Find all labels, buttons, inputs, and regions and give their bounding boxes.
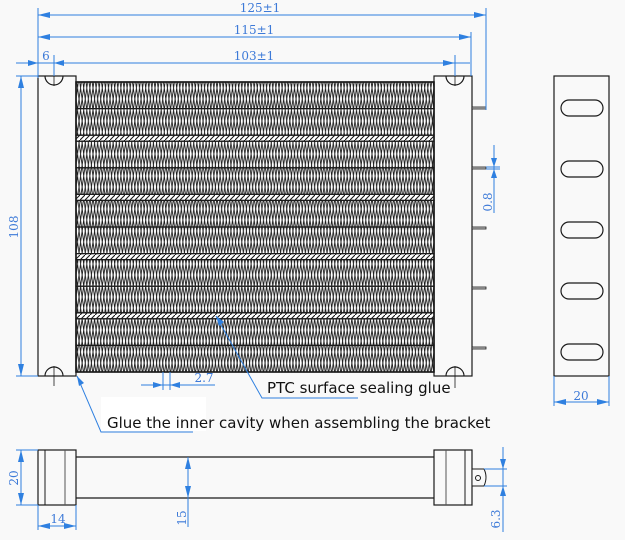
fin-block	[75, 81, 435, 373]
bracket-slots	[560, 99, 604, 361]
side-bracket-width-label: 20	[573, 389, 588, 403]
terminal-pin	[471, 106, 487, 110]
fin-row	[75, 344, 435, 373]
bracket-slot	[560, 221, 604, 239]
overall-length-label: 125±1	[240, 1, 281, 15]
bracket-slot	[560, 160, 604, 178]
note-ptc-glue: PTC surface sealing glue	[215, 315, 451, 399]
fin-row	[75, 259, 435, 287]
fin-row	[75, 226, 435, 255]
terminal-hole-icon	[475, 475, 481, 481]
ptc-strip	[75, 312, 435, 320]
fin-row	[75, 285, 435, 314]
height-label: 108	[7, 216, 21, 239]
fin-row	[75, 107, 435, 136]
bracket-slot	[560, 99, 604, 117]
terminal-thickness-label: 0.8	[481, 192, 495, 211]
bracket-offset-label: 6	[42, 49, 50, 63]
left-end-cap	[37, 449, 77, 506]
terminal-tab	[471, 468, 487, 487]
end-cap-height-label: 20	[7, 470, 21, 485]
front-view	[37, 66, 487, 388]
terminal-pin	[471, 166, 487, 170]
fin-pitch-label: 2.7	[194, 371, 213, 385]
fin-row	[75, 140, 435, 169]
side-view-bracket: 20	[553, 75, 610, 406]
right-end-cap	[433, 449, 473, 506]
ptc-strip	[75, 134, 435, 142]
note-bracket-glue: Glue the inner cavity when assembling th…	[76, 375, 491, 433]
ptc-strip	[75, 193, 435, 201]
fin-row	[75, 167, 435, 196]
dimension-height: 108	[7, 75, 38, 377]
bracket-glue-note: Glue the inner cavity when assembling th…	[107, 414, 491, 432]
terminal-pin	[471, 346, 487, 350]
fin-length-label: 103±1	[234, 49, 275, 63]
dimension-fin-length: 103±1 6	[16, 49, 470, 76]
dimension-terminal-thickness: 0.8	[481, 145, 500, 213]
dimension-overall-length: 125±1	[37, 1, 487, 110]
terminals	[471, 106, 487, 350]
terminal-width-label: 6.3	[489, 509, 503, 528]
fin-row	[75, 81, 435, 110]
left-end-frame	[37, 75, 77, 377]
body-thickness-label: 15	[175, 510, 189, 525]
terminal-pin	[471, 226, 487, 230]
bracket-plate	[553, 75, 610, 377]
right-end-frame	[433, 75, 473, 377]
dimension-fin-pitch: 2.7	[141, 371, 215, 390]
bracket-slot	[560, 282, 604, 300]
end-cap-width-label: 14	[50, 512, 66, 526]
terminal-pin	[471, 286, 487, 290]
bracket-slot	[560, 343, 604, 361]
ptc-strip	[75, 253, 435, 261]
fin-row	[75, 318, 435, 346]
top-view: 20 14 15 6.3	[7, 447, 507, 532]
ptc-glue-note: PTC surface sealing glue	[267, 379, 451, 397]
dimension-frame-length: 115±1	[38, 23, 472, 76]
fin-row	[75, 199, 435, 228]
frame-length-label: 115±1	[234, 23, 275, 37]
